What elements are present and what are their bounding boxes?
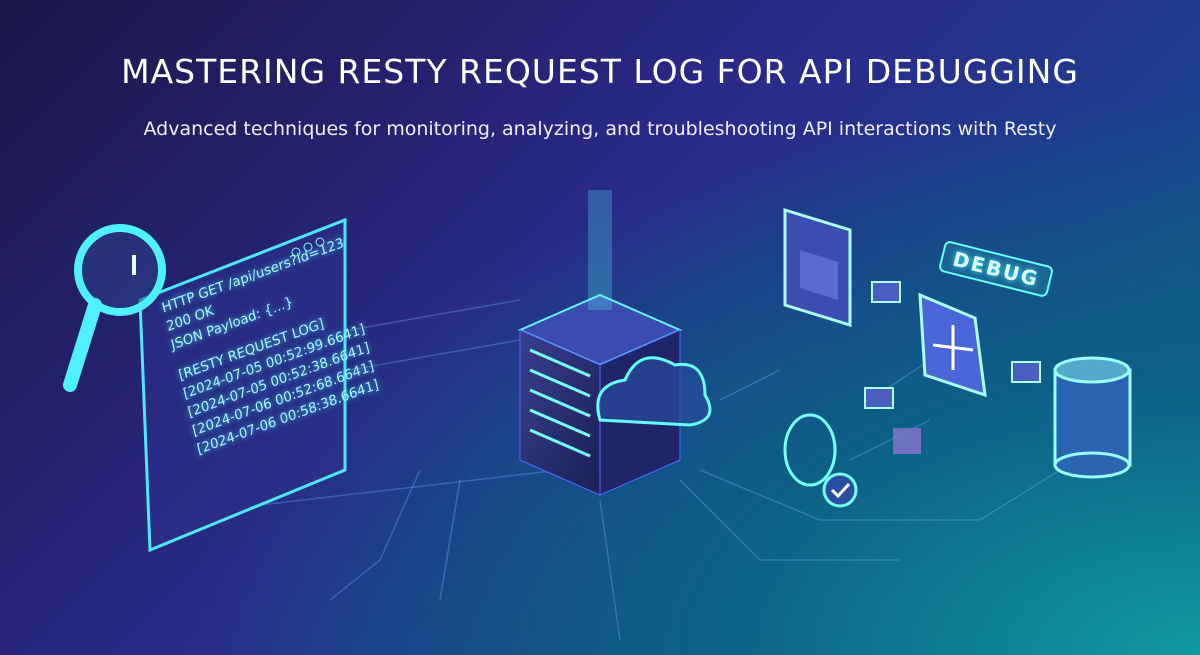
page-subtitle: Advanced techniques for monitoring, anal… bbox=[143, 118, 1057, 140]
log-window bbox=[138, 217, 347, 553]
page-title: MASTERING RESTY REQUEST LOG FOR API DEBU… bbox=[121, 52, 1079, 91]
database-icon bbox=[1053, 356, 1132, 479]
magnifier-icon bbox=[63, 224, 166, 392]
browser-window-icon bbox=[783, 207, 852, 328]
router-icon bbox=[918, 292, 987, 398]
bug-icon bbox=[783, 413, 837, 487]
server-icon bbox=[517, 190, 683, 496]
checkmark-icon bbox=[822, 472, 858, 508]
cloud-icon bbox=[596, 356, 712, 427]
folder-icon bbox=[893, 428, 921, 454]
envelope-icon bbox=[864, 281, 1041, 409]
